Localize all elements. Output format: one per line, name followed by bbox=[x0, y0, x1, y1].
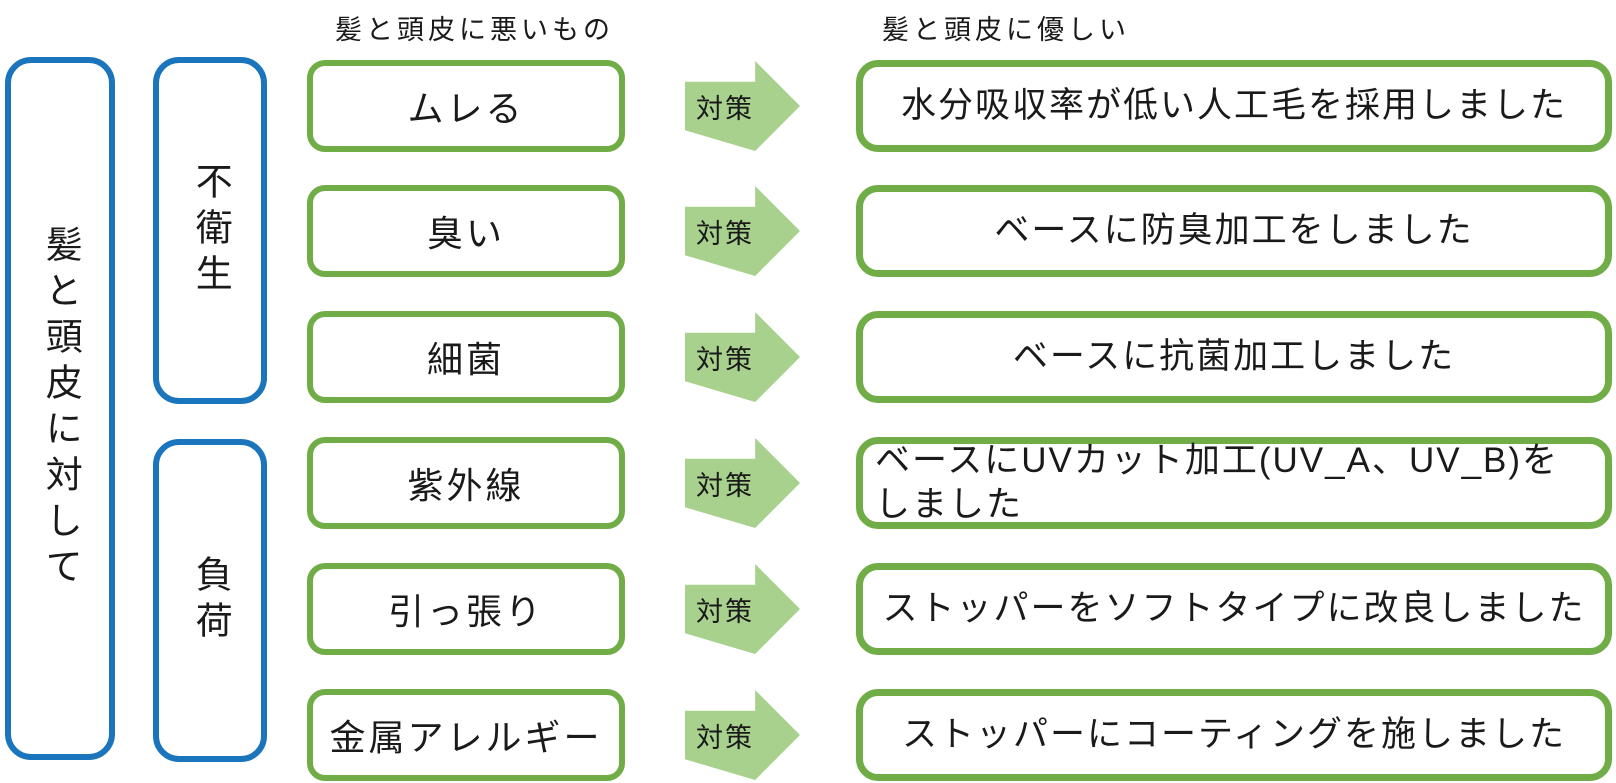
problem-box: 引っ張り bbox=[307, 563, 625, 655]
diagram-row: 紫外線 対策 ベースにUVカット加工(UV_A、UV_B)をしました bbox=[0, 437, 1616, 529]
bad-column-header: 髪と頭皮に悪いもの bbox=[335, 15, 614, 45]
countermeasure-arrow-icon: 対策 bbox=[685, 690, 800, 780]
countermeasure-arrow-icon: 対策 bbox=[685, 564, 800, 654]
problem-label: 細菌 bbox=[426, 339, 505, 380]
root-label: 髪と頭皮に対して bbox=[40, 224, 82, 593]
solution-box: ベースに防臭加工をしました bbox=[856, 185, 1612, 277]
problem-box: ムレる bbox=[307, 60, 625, 152]
diagram-row: 金属アレルギー 対策 ストッパーにコーティングを施しました bbox=[0, 689, 1616, 781]
diagram-row: 細菌 対策 ベースに抗菌加工しました bbox=[0, 311, 1616, 403]
diagram-row: 臭い 対策 ベースに防臭加工をしました bbox=[0, 185, 1616, 277]
category-label-load: 負荷 bbox=[190, 554, 232, 647]
good-column-header: 髪と頭皮に優しい bbox=[882, 15, 1130, 45]
arrow-label: 対策 bbox=[696, 93, 754, 124]
solution-label: ストッパーをソフトタイプに改良しました bbox=[882, 589, 1586, 628]
problem-box: 臭い bbox=[307, 185, 625, 277]
solution-box: ベースに抗菌加工しました bbox=[856, 311, 1612, 403]
category-label-unhygienic: 不衛生 bbox=[190, 161, 232, 300]
problem-label: 引っ張り bbox=[387, 591, 544, 632]
problem-label: ムレる bbox=[407, 88, 525, 129]
solution-box: ベースにUVカット加工(UV_A、UV_B)をしました bbox=[856, 437, 1612, 529]
root-box: 髪と頭皮に対して bbox=[5, 57, 115, 760]
arrow-label: 対策 bbox=[696, 596, 754, 627]
solution-label: ベースにUVカット加工(UV_A、UV_B)をしました bbox=[875, 441, 1560, 524]
problem-label: 紫外線 bbox=[407, 465, 525, 506]
problem-box: 細菌 bbox=[307, 311, 625, 403]
solution-label: ストッパーにコーティングを施しました bbox=[902, 715, 1566, 754]
diagram-row: ムレる 対策 水分吸収率が低い人工毛を採用しました bbox=[0, 60, 1616, 152]
countermeasure-arrow-icon: 対策 bbox=[685, 438, 800, 528]
solution-box: ストッパーをソフトタイプに改良しました bbox=[856, 563, 1612, 655]
arrow-label: 対策 bbox=[696, 218, 754, 249]
arrow-label: 対策 bbox=[696, 470, 754, 501]
arrow-label: 対策 bbox=[696, 722, 754, 753]
problem-label: 金属アレルギー bbox=[329, 717, 603, 758]
countermeasure-arrow-icon: 対策 bbox=[685, 312, 800, 402]
solution-box: 水分吸収率が低い人工毛を採用しました bbox=[856, 60, 1612, 152]
countermeasure-arrow-icon: 対策 bbox=[685, 186, 800, 276]
arrow-label: 対策 bbox=[696, 344, 754, 375]
problem-box: 金属アレルギー bbox=[307, 689, 625, 781]
problem-label: 臭い bbox=[426, 213, 505, 254]
category-box-load: 負荷 bbox=[153, 439, 267, 762]
countermeasure-arrow-icon: 対策 bbox=[685, 61, 800, 151]
solution-label: 水分吸収率が低い人工毛を採用しました bbox=[900, 86, 1567, 125]
category-box-unhygienic: 不衛生 bbox=[153, 57, 267, 404]
problem-box: 紫外線 bbox=[307, 437, 625, 529]
solution-label: ベースに抗菌加工しました bbox=[1012, 337, 1456, 376]
solution-box: ストッパーにコーティングを施しました bbox=[856, 689, 1612, 781]
diagram-row: 引っ張り 対策 ストッパーをソフトタイプに改良しました bbox=[0, 563, 1616, 655]
solution-label: ベースに防臭加工をしました bbox=[994, 211, 1474, 250]
